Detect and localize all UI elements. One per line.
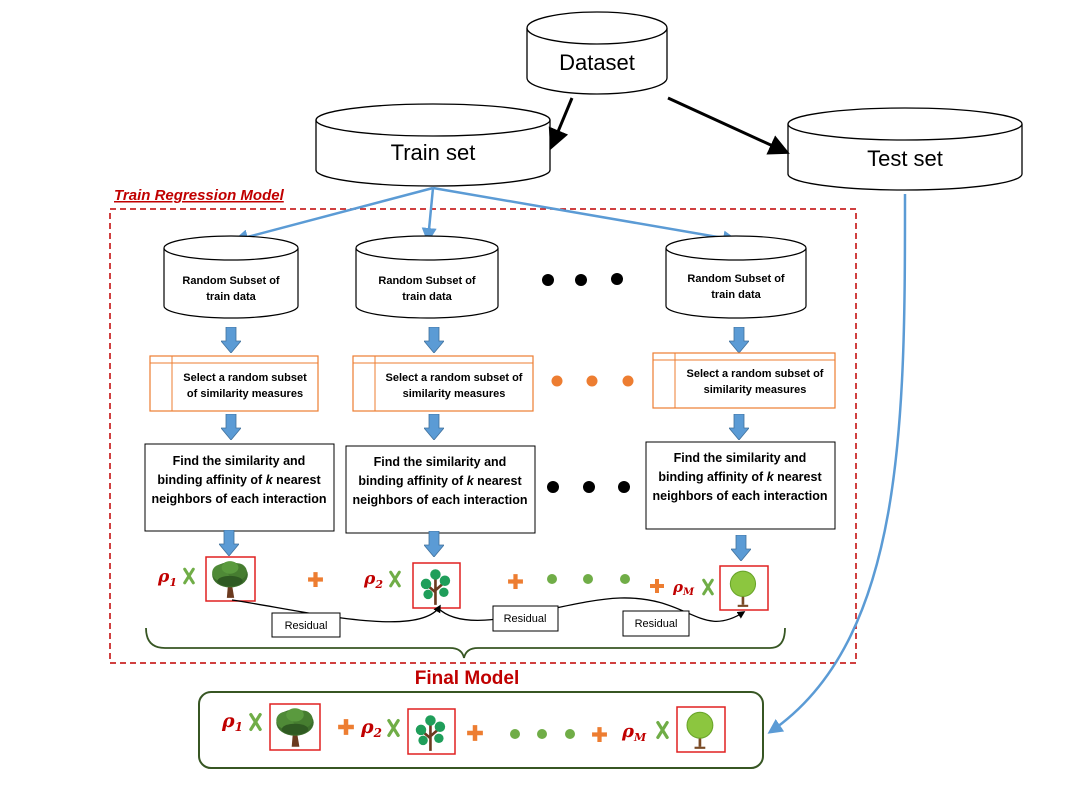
ellipsis-dot [620,574,630,584]
rho-2-label: ρ2 [363,569,383,591]
down-arrow-icon [424,531,444,557]
svg-text:similarity measures: similarity measures [704,384,807,396]
ellipsis-dots-black-2 [547,481,630,493]
svg-text:neighbors of each interaction: neighbors of each interaction [352,493,527,507]
subset-cylinder-1: Random Subset of train data [163,235,299,319]
arrow-dataset-to-test [667,96,790,155]
residual-arrow-1 [231,599,441,623]
down-arrow-icon [731,535,751,561]
final-model-title: Final Model [415,668,520,689]
sum-brace [145,627,786,659]
final-model-equation: ρ1 ρ2 ρM [221,703,726,755]
down-arrow-icon [221,327,241,353]
down-arrow-icon [424,414,444,440]
svg-text:neighbors of each interaction: neighbors of each interaction [652,489,827,503]
subset-cylinder-2: Random Subset of train data [355,235,499,319]
svg-text:Select a random subset of: Select a random subset of [687,368,824,380]
svg-text:Select a random subset: Select a random subset [183,372,307,384]
residual-box-1 [271,612,341,638]
ellipsis-dot [510,729,520,739]
svg-text:Find the similarity and: Find the similarity and [374,455,507,469]
svg-text:train data: train data [711,289,761,301]
arrow-dataset-to-train [548,97,574,150]
measures-box-M: Select a random subset of similarity mea… [652,352,836,409]
down-arrow-icon [221,414,241,440]
residual-arrow-2 [437,597,746,622]
ellipsis-dot [547,574,557,584]
final-rho-1: ρ1 [221,710,243,734]
svg-text:Random Subset of: Random Subset of [378,275,476,287]
residual-label-1: Residual [285,620,328,632]
svg-text:neighbors of each interaction: neighbors of each interaction [151,492,326,506]
multiply-icon [702,578,714,596]
tree-row-training: ρ1 ρ2 ρM [157,556,769,611]
down-arrow-icon [424,327,444,353]
train-set-cylinder: Train set [315,103,551,187]
down-arrow-icon [729,327,749,353]
down-arrow-icon [219,530,239,556]
ellipsis-dot [565,729,575,739]
residual-label-2: Residual [504,613,547,625]
svg-text:Random Subset of: Random Subset of [182,275,280,287]
find-box-1: Find the similarity and binding affinity… [144,443,335,532]
final-model-frame [198,691,764,769]
ellipsis-dots-black [542,273,623,286]
residual-label-3: Residual [635,618,678,630]
test-set-label: Test set [867,146,943,171]
subset-cylinder-M: Random Subset of train data [665,235,807,319]
svg-text:train data: train data [402,291,452,303]
find-box-2: Find the similarity and binding affinity… [345,445,536,534]
train-set-label: Train set [391,140,476,165]
plus-icon [508,574,523,589]
arrow-train-to-subset-1 [233,186,434,245]
dataset-cylinder: Dataset [526,11,668,95]
multiply-icon [389,570,401,588]
measures-box-1: Select a random subset of similarity mea… [149,355,319,412]
plus-icon [308,572,323,587]
final-rho-M: ρM [621,721,647,744]
ellipsis-dot [583,574,593,584]
measures-box-2: Select a random subset of similarity mea… [352,355,534,412]
rho-1-label: ρ1 [157,567,177,589]
arrow-test-to-final [767,193,907,734]
residual-box-2 [492,605,559,632]
dataset-label: Dataset [559,50,635,75]
train-model-frame [109,208,857,664]
svg-text:of similarity measures: of similarity measures [187,388,303,400]
multiply-icon [183,567,195,585]
test-set-cylinder: Test set [787,107,1023,191]
find-box-M: Find the similarity and binding affinity… [645,441,836,530]
down-arrow-icon [729,414,749,440]
svg-text:train data: train data [206,291,256,303]
svg-text:binding affinity of k nearest: binding affinity of k nearest [358,474,522,488]
svg-text:Random Subset of: Random Subset of [687,273,785,285]
residual-box-3 [622,610,690,637]
ellipsis-dots-orange [551,375,634,387]
svg-text:similarity measures: similarity measures [403,388,506,400]
svg-text:binding affinity of k nearest: binding affinity of k nearest [658,470,822,484]
arrow-train-to-subset-M [432,186,738,246]
ellipsis-dot [537,729,547,739]
final-rho-2: ρ2 [360,716,382,740]
train-model-title: Train Regression Model [114,187,285,204]
arrow-train-to-subset-2 [421,187,437,243]
rho-M-label: ρM [672,578,695,598]
svg-text:Select a random subset of: Select a random subset of [386,372,523,384]
svg-text:binding affinity of k nearest: binding affinity of k nearest [157,473,321,487]
svg-text:Find the similarity and: Find the similarity and [674,451,807,465]
svg-text:Find the similarity and: Find the similarity and [173,454,306,468]
plus-icon [650,579,664,593]
